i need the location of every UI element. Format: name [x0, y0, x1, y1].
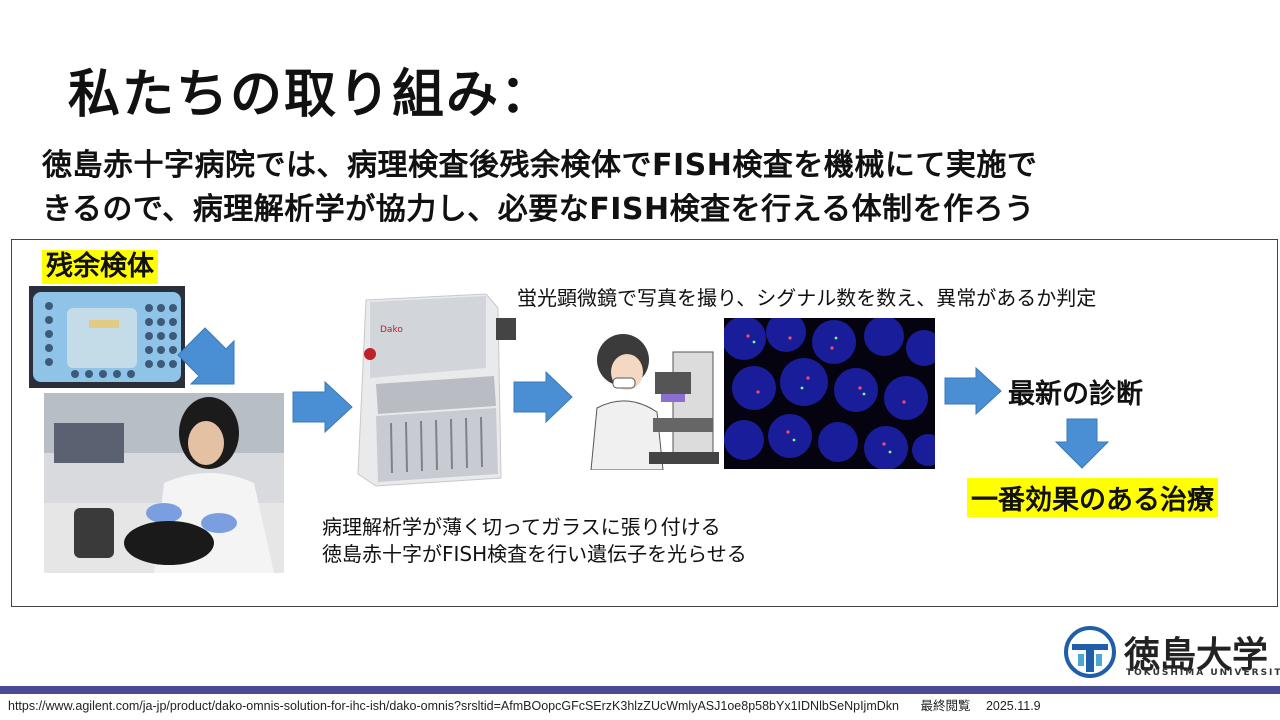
university-logo-text: 徳島大学 [1124, 635, 1269, 676]
source-url[interactable]: https://www.agilent.com/ja-jp/product/da… [8, 699, 899, 713]
access-date: 2025.11.9 [985, 699, 1041, 713]
arrow-down [1054, 418, 1110, 469]
researcher-photo [44, 393, 284, 573]
microscope-caption: 蛍光顕微鏡で写真を撮り、シグナル数を数え、異常があるか判定 [517, 286, 1097, 310]
intro-line-1: 徳島赤十字病院では、病理検査後残余検体でFISH検査を機械にて実施で [42, 148, 1038, 183]
diagnosis-label: 最新の診断 [1008, 379, 1143, 410]
access-label: 最終閲覧 [920, 699, 971, 713]
microscope-illustration [583, 322, 723, 470]
intro-line-2: きるので、病理解析学が協力し、必要なFISH検査を行える体制を作ろう [42, 192, 1035, 227]
sample-label: 残余検体 [42, 250, 158, 284]
footer-bar [0, 686, 1280, 694]
university-logo-icon [1064, 626, 1116, 678]
specimen-block-photo [29, 286, 185, 388]
arrow-down-right [177, 327, 235, 385]
arrow-right-2 [513, 370, 573, 424]
arrow-right-1 [292, 380, 353, 434]
workflow-frame [11, 239, 1278, 607]
section-caption: 病理解析学が薄く切ってガラスに張り付ける [322, 515, 721, 539]
page-title: 私たちの取り組み： [68, 65, 555, 125]
treatment-label: 一番効果のある治療 [967, 478, 1218, 517]
fish-caption: 徳島赤十字がFISH検査を行い遺伝子を光らせる [322, 542, 747, 566]
fish-fluorescence-image [724, 318, 935, 469]
fish-instrument-photo: Dako [336, 288, 526, 491]
footer-source: https://www.agilent.com/ja-jp/product/da… [8, 695, 1041, 714]
arrow-right-3 [944, 366, 1002, 416]
instrument-brand: Dako [380, 325, 403, 335]
university-logo-sub: TOKUSHIMA UNIVERSITY [1126, 668, 1280, 678]
